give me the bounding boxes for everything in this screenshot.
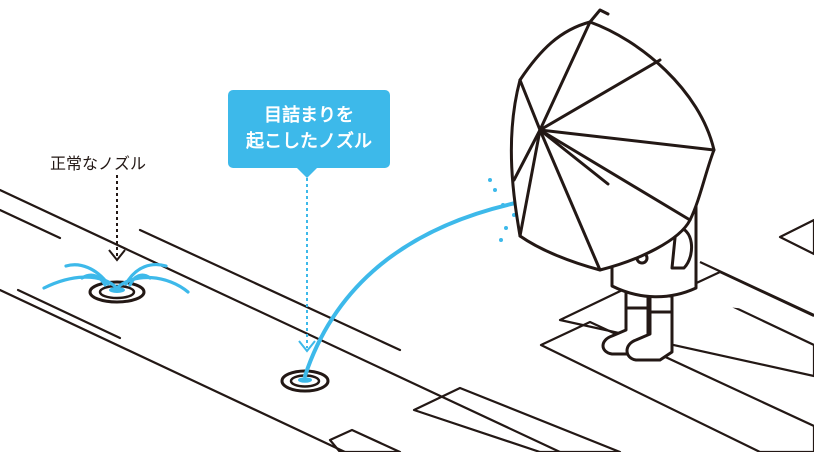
callout-line-2: 起こしたノズル [246,131,372,152]
normal-nozzle-label: 正常なノズル [50,154,147,173]
clogged-nozzle-callout: 目詰まりを 起こしたノズル [228,90,390,168]
water-spray-icon [42,262,190,294]
water-jet [303,200,522,378]
normal-nozzle [88,280,146,304]
road-lines [0,188,562,452]
callout-line-1: 目詰まりを [264,105,354,126]
normal-pointer-arrow [108,175,126,262]
clogged-nozzle [280,369,330,393]
splash-drops [488,178,516,242]
umbrella-icon [509,8,716,272]
boot-icon [601,290,674,362]
clogged-pointer-arrow [298,178,316,353]
callout-tail [296,167,318,178]
